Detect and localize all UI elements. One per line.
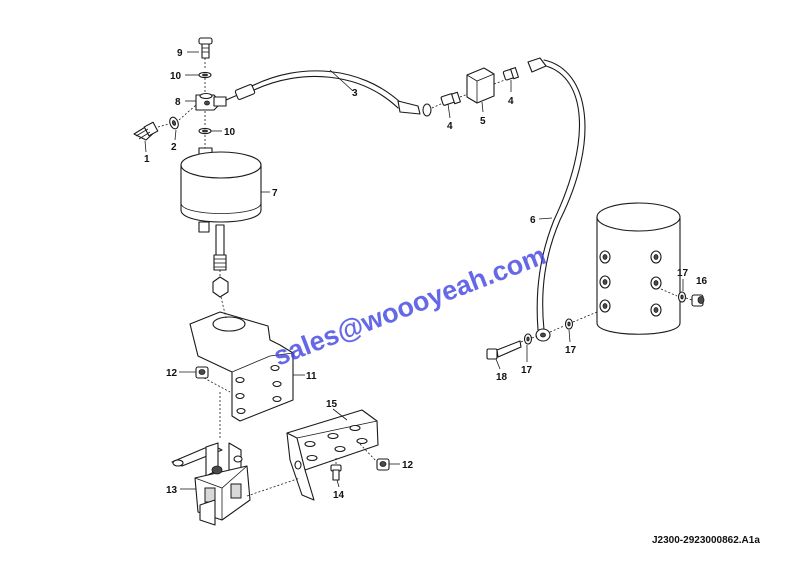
callout-9: 9 [177,48,183,59]
callout-18: 18 [496,372,508,383]
washer-part-2 [169,116,179,130]
callout-6: 6 [530,215,536,226]
washer-part-17-tank [677,291,687,303]
mounting-plate-part-15 [286,409,379,501]
adapter-part-4-left [440,91,461,106]
callout-7: 7 [272,188,278,199]
callout-10-upper: 10 [170,71,182,82]
bolt-part-12-right [376,458,390,471]
callout-4-right: 4 [508,96,514,107]
callout-4-left: 4 [447,121,453,132]
callout-17-lower: 17 [521,365,533,376]
sealing-washer-part-10-upper [198,71,212,79]
adapter-part-4-right [502,67,519,81]
callout-3: 3 [352,88,358,99]
callout-12-left: 12 [166,368,178,379]
callout-10-lower: 10 [224,127,236,138]
callout-16: 16 [696,276,708,287]
callout-17-tank: 17 [677,268,689,279]
callout-5: 5 [480,116,486,127]
callout-12-right: 12 [402,460,414,471]
plug-part-16 [691,294,705,307]
banjo-bolt-part-9 [198,37,213,59]
bolt-part-12-left [195,366,209,379]
hose-part-6 [527,57,586,342]
pedal-assembly-part-13 [171,442,251,526]
callout-13: 13 [166,485,178,496]
mounting-bracket-part-11 [189,311,294,422]
washer-part-17-upper [564,318,574,330]
callout-14: 14 [333,490,345,501]
washer-part-17-lower [523,333,533,345]
callout-8: 8 [175,97,181,108]
air-reservoir-tank [596,202,681,335]
callout-15: 15 [326,399,338,410]
bolt-part-14 [330,464,342,481]
sealing-washer-part-10-lower [198,127,212,135]
pressure-sensor-part-1 [133,121,159,141]
callout-1: 1 [144,154,150,165]
callout-11: 11 [306,371,317,382]
callout-17-upper: 17 [565,345,577,356]
banjo-fitting-part-8 [195,92,227,111]
valve-block-part-5 [466,67,495,104]
drawing-code: J2300-2923000862.A1a [652,535,760,546]
hose-part-3 [225,70,432,117]
banjo-bolt-part-18 [486,340,522,360]
callout-2: 2 [171,142,177,153]
brake-chamber-part-7 [180,135,262,298]
